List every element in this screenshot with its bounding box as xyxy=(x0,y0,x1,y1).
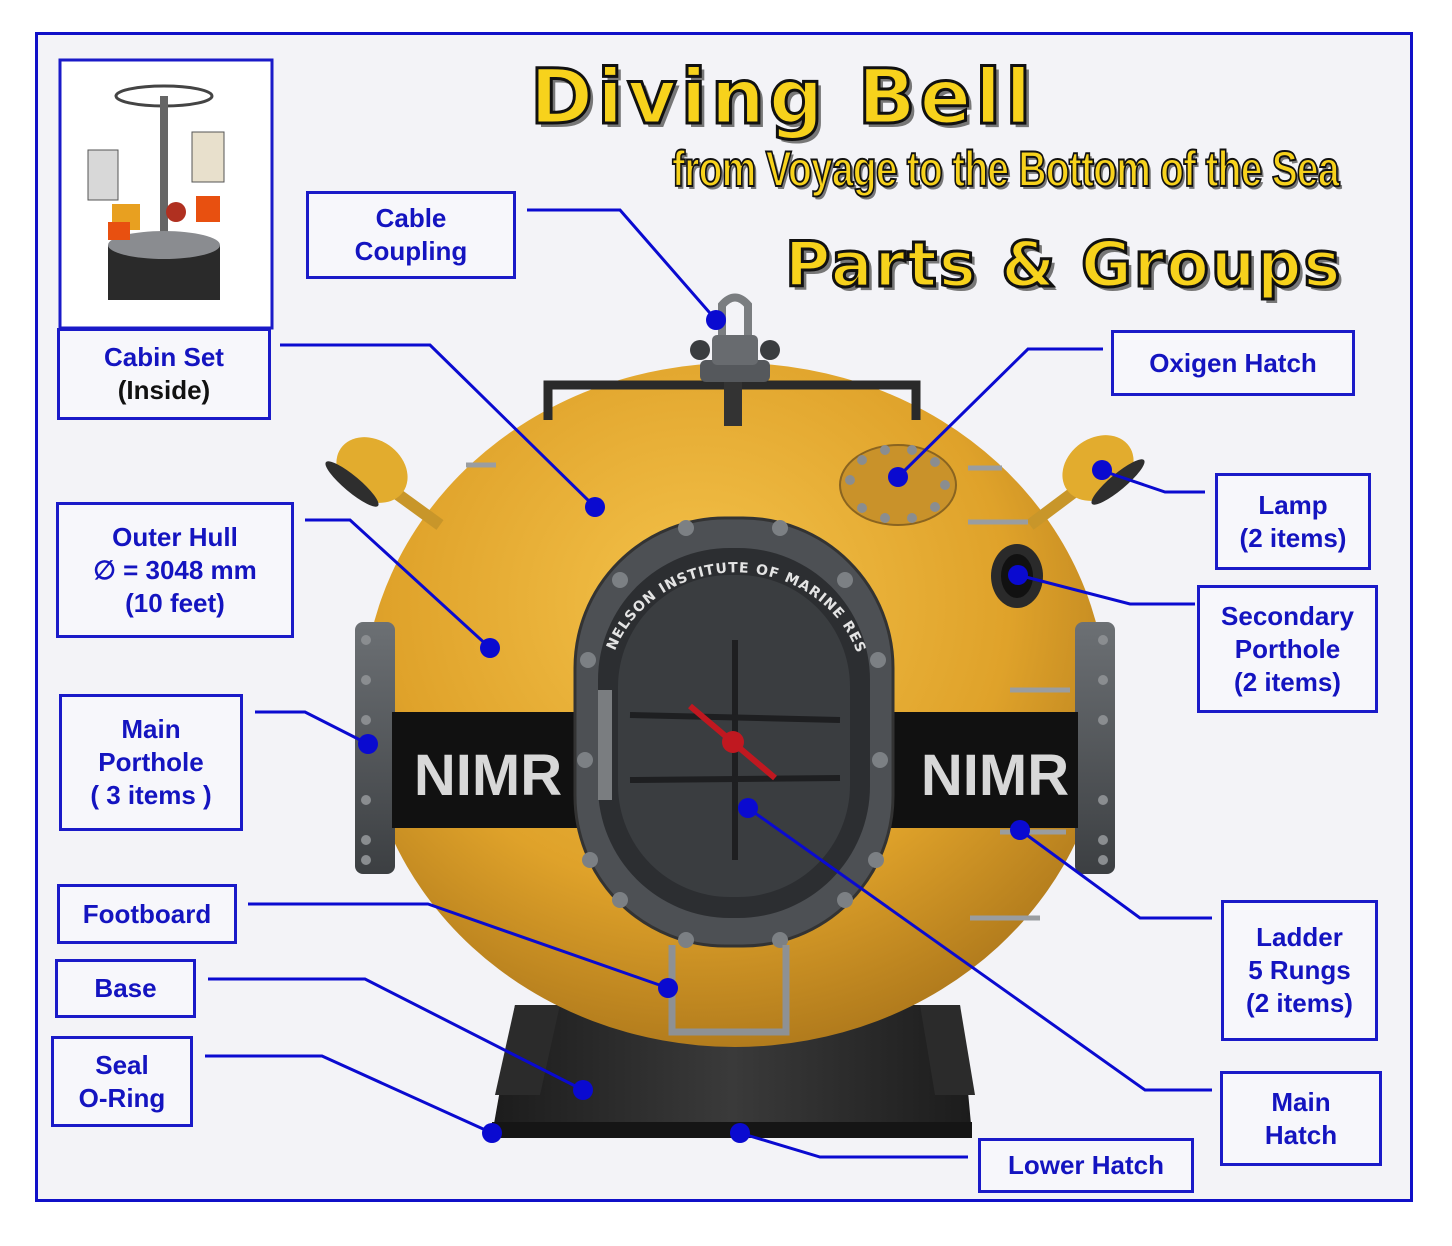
right-main-porthole xyxy=(1075,622,1115,874)
label-outer-hull: Outer Hull ∅ = 3048 mm (10 feet) xyxy=(56,502,294,638)
bell-base xyxy=(492,1005,975,1138)
label-cabin-set-line2: (Inside) xyxy=(117,375,211,405)
label-ladder: Ladder 5 Rungs (2 items) xyxy=(1221,900,1378,1041)
label-seal-o-ring-line2: O-Ring xyxy=(78,1082,166,1113)
label-main-porthole: Main Porthole ( 3 items ) xyxy=(59,694,243,831)
label-lamp-line2: (2 items) xyxy=(1239,522,1347,553)
label-oxigen-hatch: Oxigen Hatch xyxy=(1111,330,1355,396)
label-outer-hull-line2: ∅ = 3048 mm xyxy=(93,554,257,585)
label-ladder-line2: 5 Rungs xyxy=(1248,955,1351,985)
label-secondary-porthole: Secondary Porthole (2 items) xyxy=(1197,585,1378,713)
right-lamp xyxy=(1026,435,1145,530)
label-secondary-porthole-line1: Secondary xyxy=(1221,600,1354,631)
leader-dots xyxy=(358,310,1112,1143)
band-text-left: NIMR xyxy=(414,743,562,808)
label-footboard-line1: Footboard xyxy=(82,898,212,929)
label-cabin-set-line1: Cabin Set xyxy=(104,342,224,372)
label-cable-coupling-line1: Cable xyxy=(375,203,447,233)
label-ladder-line1: Ladder xyxy=(1256,922,1343,952)
label-oxigen-hatch-line1: Oxigen Hatch xyxy=(1149,347,1317,378)
label-cable-coupling-line2: Coupling xyxy=(354,236,468,266)
label-main-hatch-line2: Hatch xyxy=(1264,1119,1338,1150)
cabin-set-inset xyxy=(58,58,274,330)
label-seal-o-ring: Seal O-Ring xyxy=(51,1036,193,1127)
label-main-porthole-line3: ( 3 items ) xyxy=(90,780,212,810)
left-lamp xyxy=(325,437,444,530)
label-seal-o-ring-line1: Seal xyxy=(95,1049,149,1080)
leader-lines xyxy=(205,208,1212,1159)
label-main-porthole-line2: Porthole xyxy=(98,747,204,777)
title-subtitle: from Voyage to the Bottom of the Sea xyxy=(671,140,1340,198)
label-outer-hull-line1: Outer Hull xyxy=(112,521,238,552)
band-text-right: NIMR xyxy=(921,743,1069,808)
label-lower-hatch-line1: Lower Hatch xyxy=(1007,1150,1165,1180)
label-lamp-line1: Lamp xyxy=(1258,489,1328,520)
label-base-line1: Base xyxy=(94,973,157,1003)
title-section: Parts & Groups xyxy=(783,227,1343,303)
label-cable-coupling: Cable Coupling xyxy=(306,191,516,279)
label-secondary-porthole-line3: (2 items) xyxy=(1234,666,1341,697)
title-main: Diving Bell xyxy=(528,51,1036,143)
label-main-hatch-line1: Main xyxy=(1271,1086,1331,1117)
label-outer-hull-line3: (10 feet) xyxy=(125,587,225,618)
label-main-porthole-line1: Main xyxy=(121,714,181,744)
label-main-hatch: Main Hatch xyxy=(1220,1071,1382,1166)
label-footboard: Footboard xyxy=(57,884,237,944)
label-secondary-porthole-line2: Porthole xyxy=(1234,633,1341,664)
label-ladder-line3: (2 items) xyxy=(1246,988,1353,1018)
label-lamp: Lamp (2 items) xyxy=(1215,473,1371,570)
label-cabin-set: Cabin Set (Inside) xyxy=(57,328,271,420)
cable-coupling xyxy=(543,293,921,426)
label-base: Base xyxy=(55,959,196,1018)
label-lower-hatch: Lower Hatch xyxy=(978,1138,1194,1193)
